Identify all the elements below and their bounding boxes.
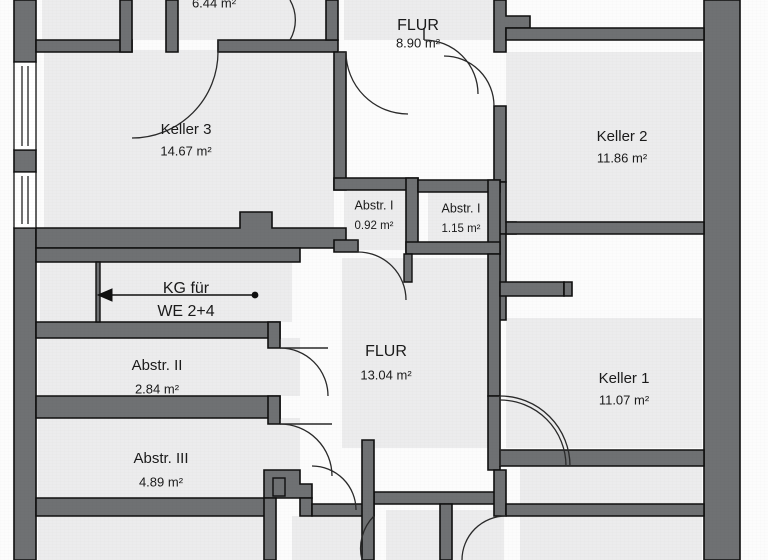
wall-exterior-left-upper — [13, 0, 37, 63]
wall-central-spine-upper — [487, 253, 501, 397]
room-labels: Keller 3 14.67 m² Keller 2 11.86 m² Kell… — [132, 0, 650, 489]
floor-kg-strip — [40, 262, 292, 322]
floor-top-left-partial — [42, 0, 332, 40]
floor-bottom-stair-partial — [292, 516, 362, 560]
wall-partition-kg-top — [35, 247, 301, 263]
floor-bottom-left-partial — [38, 516, 270, 560]
wall-spine-pocket — [403, 253, 413, 283]
floor-abstr-2 — [38, 338, 300, 396]
door-upper-right-of-keller3 — [338, 51, 409, 115]
wall-keller1-bottom — [499, 449, 705, 467]
wall-abstr1a-right — [405, 177, 419, 253]
room-name: Abstr. III — [133, 450, 188, 467]
room-name: Abstr. I — [355, 198, 394, 212]
wall-top-mid-horizontal — [217, 39, 339, 53]
room-area: 6.44 m² — [192, 0, 237, 10]
door-keller1 — [499, 395, 571, 467]
wall-top-left-vertical — [119, 0, 133, 53]
room-label-flur-mitte: FLUR 13.04 m² — [360, 343, 412, 382]
door-abstr1a — [357, 240, 407, 301]
room-name: Keller 1 — [599, 370, 650, 387]
wall-abstr1b-bottom — [405, 241, 501, 255]
room-area: 11.86 m² — [597, 150, 648, 165]
floor-abstr-3 — [38, 418, 300, 498]
dimension-label-line2: WE 2+4 — [157, 303, 214, 320]
room-area: 8.90 m² — [396, 35, 441, 50]
door-bottom-center — [359, 515, 375, 560]
wall-stair-vertical — [263, 497, 277, 560]
door-top-partition — [289, 0, 297, 41]
wall-bottom-partition — [439, 503, 453, 560]
room-area: 4.89 m² — [139, 474, 184, 489]
wall-partition-bottom-left — [35, 497, 269, 517]
room-name: FLUR — [397, 17, 439, 34]
room-area: 13.04 m² — [360, 367, 412, 382]
wall-stair-stub — [299, 497, 313, 517]
room-label-abstr-2: Abstr. II 2.84 m² — [132, 357, 183, 396]
floor-keller-3 — [44, 50, 334, 240]
door-keller3-top — [131, 40, 219, 139]
wall-flur-top-horizontal — [505, 27, 705, 41]
wall-keller2-left-upper — [493, 105, 507, 183]
door-abstr2 — [279, 347, 329, 397]
wall-exterior-right — [703, 0, 741, 560]
door-flur-top-left — [423, 28, 479, 95]
wall-exterior-left-lower — [13, 227, 37, 560]
dimension-kg-fuer-we: KG für WE 2+4 — [96, 280, 259, 320]
wall-abstr1a-bottom-stub — [333, 239, 359, 253]
room-label-abstr-1-rechts: Abstr. I 1.15 m² — [442, 201, 481, 235]
window-left-lower — [13, 171, 37, 229]
room-label-flur-oben: FLUR 8.90 m² — [396, 17, 441, 50]
wall-bottom-center-vertical — [493, 469, 507, 517]
room-area: 11.07 m² — [599, 392, 650, 407]
room-area: 1.15 m² — [442, 223, 481, 235]
room-label-top-partial: 6.44 m² — [192, 0, 237, 10]
wall-top-partition-a — [165, 0, 179, 53]
wall-kg-strip-divider — [95, 261, 101, 323]
room-label-keller-3: Keller 3 14.67 m² — [160, 121, 212, 158]
room-label-abstr-3: Abstr. III 4.89 m² — [133, 450, 188, 489]
wall-stair-opening — [272, 477, 286, 497]
wall-partition-abstr3-top — [35, 395, 281, 419]
wall-exterior-left-mullion — [13, 149, 37, 173]
room-area: 0.92 m² — [355, 220, 394, 232]
wall-central-spine-lower — [487, 395, 501, 471]
floor-keller-1 — [506, 318, 702, 448]
wall-keller3-right — [333, 51, 347, 191]
wall-top-partition-b — [325, 0, 339, 41]
room-label-keller-2: Keller 2 11.86 m² — [597, 128, 648, 165]
floor-flur-mid — [342, 258, 494, 448]
wall-keller2-bottom — [505, 221, 705, 235]
room-name: Keller 3 — [161, 121, 212, 138]
door-keller2-entry — [443, 55, 495, 107]
wall-bottom-right-horizontal — [505, 503, 705, 517]
window-left-upper — [13, 61, 37, 151]
door-abstr3 — [279, 423, 333, 477]
wall-structure — [13, 0, 741, 560]
wall-partition-abstr2-top — [35, 321, 281, 339]
room-area: 14.67 m² — [160, 143, 212, 158]
wall-spine-bottom — [361, 439, 375, 560]
room-name: FLUR — [365, 343, 407, 360]
windows — [13, 61, 37, 229]
room-label-abstr-1-links: Abstr. I 0.92 m² — [355, 198, 394, 232]
room-label-keller-1: Keller 1 11.07 m² — [599, 370, 650, 407]
wall-keller1-top-jog — [563, 281, 573, 297]
wall-abstr3-door-jamb — [267, 395, 281, 425]
room-name: Abstr. II — [132, 357, 183, 374]
floor-keller-2 — [506, 52, 702, 222]
room-name: Abstr. I — [442, 201, 481, 215]
door-bottom-right — [461, 515, 507, 560]
doors — [131, 0, 571, 560]
dimension-label-line1: KG für — [163, 280, 210, 297]
room-area: 2.84 m² — [135, 381, 180, 396]
door-bottom-stair — [311, 465, 357, 511]
room-floors — [38, 0, 702, 560]
wall-bottom-center-upper — [373, 491, 501, 505]
room-name: Keller 2 — [597, 128, 648, 145]
wall-top-left-stub — [35, 39, 133, 53]
wall-abstr2-door-jamb — [267, 321, 281, 349]
wall-keller1-top-left — [499, 281, 565, 297]
